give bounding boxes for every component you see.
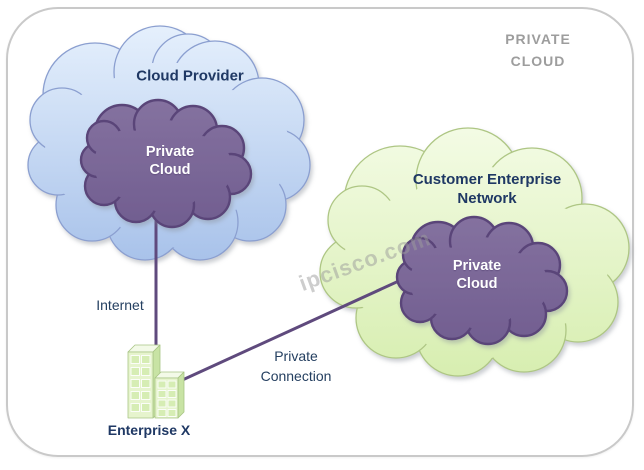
provider-private-cloud-shape bbox=[79, 98, 253, 229]
enterprise-building-icon bbox=[127, 344, 185, 419]
diagram-border bbox=[6, 7, 634, 457]
private-connection-line bbox=[177, 262, 437, 384]
customer-private-cloud-shape bbox=[395, 215, 569, 346]
